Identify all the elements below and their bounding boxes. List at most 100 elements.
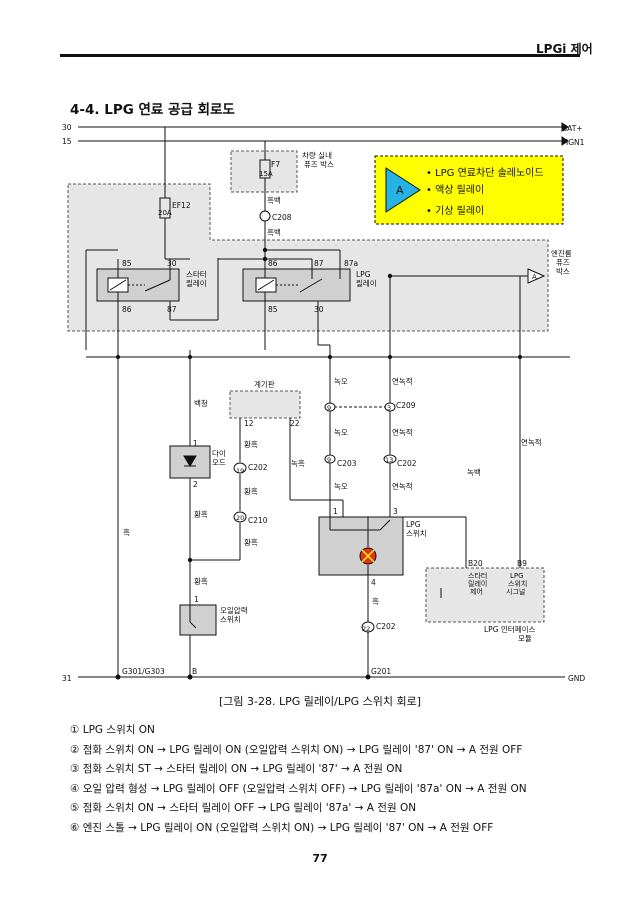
engine-fuse-box-label-2: 퓨즈 (556, 258, 570, 267)
lpg-relay-p87a: 87a (344, 259, 358, 268)
bat-label: BAT+ (562, 124, 583, 133)
diode-label-2: 오드 (212, 458, 226, 467)
starter-p87: 87 (167, 305, 177, 314)
c210-20-pin: 20 (236, 514, 244, 522)
step-item: ① LPG 스위치 ON (70, 724, 155, 736)
header-title: LPGi 제어 (536, 42, 593, 56)
starter-p30: 30 (167, 259, 177, 268)
circuit-diagram: 30 15 31 BAT+ IGN1 GND 차량 실내 퓨즈 박스 F7 15… (62, 122, 585, 683)
wire-label: 녹백 (467, 467, 481, 477)
interface-module-box (425, 567, 545, 623)
lpg-relay-label-2: 릴레이 (356, 278, 377, 288)
module-starter-2: 릴레이 (468, 579, 487, 588)
fuse-f7-label: F7 (271, 160, 280, 169)
step-item: ⑥ 엔진 스톨 → LPG 릴레이 ON (오일압력 스위치 ON) → LPG… (70, 821, 494, 834)
diode-label-1: 다이 (212, 448, 226, 458)
lpg-switch-label-2: 스위치 (406, 529, 427, 538)
wire-label: 녹흑 (291, 458, 305, 468)
oil-pressure-switch (179, 604, 217, 636)
ref-a-triangle (527, 268, 546, 284)
c210-label: C210 (248, 516, 268, 525)
figure-caption: [그림 3-28. LPG 릴레이/LPG 스위치 회로] (218, 695, 421, 708)
oil-switch-label-2: 스위치 (220, 615, 241, 624)
page-number: 77 (312, 852, 328, 865)
rail-31-label: 31 (62, 674, 72, 683)
module-label-1: LPG 인터페이스 (484, 624, 535, 634)
wire-label: 녹오 (334, 482, 348, 491)
starter-relay-label-2: 릴레이 (186, 278, 207, 288)
wire-label: 연녹적 (392, 376, 413, 386)
lpg-switch-label-1: LPG (406, 520, 421, 529)
lpg-relay-label-1: LPG (356, 270, 371, 279)
header-rule (60, 54, 580, 57)
c209-label: C209 (396, 401, 416, 410)
lpg-switch-box (318, 516, 404, 576)
c202c-label: C202 (376, 622, 396, 631)
diode-p1: 1 (193, 439, 198, 448)
wire-label: 흑 (123, 527, 130, 537)
indoor-fuse-box-label-2: 퓨즈 박스 (304, 159, 334, 169)
c208-label: C208 (272, 213, 292, 222)
cluster-p12: 12 (244, 419, 254, 428)
wire-label: 흑 (372, 596, 379, 606)
legend-item-2: • 액상 릴레이 (426, 183, 484, 196)
wire-label: 흑백 (267, 195, 281, 205)
lpg-relay-p85: 85 (268, 305, 278, 314)
rail-30-label: 30 (62, 123, 72, 132)
c202b-label: C202 (397, 459, 417, 468)
wire-label: 흑백 (267, 227, 281, 237)
cluster-label: 계기판 (254, 379, 275, 389)
indoor-fuse-box-region (230, 150, 298, 193)
starter-p86: 86 (122, 305, 132, 314)
module-starter-1: 스타터 (468, 571, 487, 580)
c202-19-pin: 19 (236, 467, 244, 475)
c202-label: C202 (248, 463, 268, 472)
wire-label: 황흑 (244, 537, 258, 547)
oil-switch-label-1: 오일압력 (220, 606, 248, 615)
cluster-p22: 22 (290, 419, 300, 428)
c203-9-pin: 9 (327, 456, 331, 464)
fuse-f7-rating: 15A (259, 170, 273, 178)
starter-p85: 85 (122, 259, 132, 268)
steps-list: ① LPG 스위치 ON ② 점화 스위치 ON → LPG 릴레이 ON (오… (70, 722, 527, 840)
sw-p4: 4 (371, 578, 376, 587)
wire-label: 연녹적 (392, 481, 413, 491)
legend-a-label: A (396, 184, 404, 197)
ref-a-label: A (532, 273, 537, 281)
wire-label: 황흑 (244, 486, 258, 496)
legend-item-3: • 기상 릴레이 (426, 204, 484, 217)
ign-label: IGN1 (566, 138, 585, 147)
step-item: ② 점화 스위치 ON → LPG 릴레이 ON (오일압력 스위치 ON) →… (70, 743, 523, 756)
g201-label: G201 (371, 667, 391, 676)
wire-label: 녹오 (334, 377, 348, 386)
module-label-2: 모듈 (518, 634, 532, 643)
module-b20: B20 (468, 559, 483, 568)
c202-13-pin: 13 (385, 456, 393, 464)
legend-a-icon (385, 167, 421, 213)
step-item: ④ 오일 압력 형성 → LPG 릴레이 OFF (오일압력 스위치 OFF) … (70, 782, 527, 795)
wire-label: 녹오 (334, 428, 348, 437)
indoor-fuse-box-label-1: 차량 실내 (302, 150, 332, 160)
wire-label: 황흑 (194, 576, 208, 586)
lpg-relay-p86: 86 (268, 259, 278, 268)
step-item: ③ 점화 스위치 ST → 스타터 릴레이 ON → LPG 릴레이 '87' … (70, 763, 403, 776)
lpg-relay-p87: 87 (314, 259, 324, 268)
c209-9-pin: 9 (327, 404, 331, 412)
section-title: 4-4. LPG 연료 공급 회로도 (70, 102, 235, 118)
c202-22-pin: 22 (362, 625, 370, 633)
wire-label: 황흑 (244, 439, 258, 449)
step-item: ⑤ 점화 스위치 ON → 스타터 릴레이 OFF → LPG 릴레이 '87a… (70, 802, 417, 815)
module-lpg-1: LPG (510, 572, 524, 580)
engine-fuse-box-label-1: 엔진룸 (551, 248, 572, 258)
sw-p3: 3 (393, 507, 398, 516)
cluster-box (229, 390, 301, 419)
wire-label: 황흑 (194, 509, 208, 519)
fuse-ef12-label: EF12 (172, 201, 191, 210)
rail-15-label: 15 (62, 137, 72, 146)
fuse-ef12-rating: 20A (158, 209, 172, 217)
c209-3-pin: 3 (387, 404, 391, 412)
module-starter-3: 제어 (470, 587, 483, 596)
wire-label: 백청 (194, 398, 208, 408)
b-label: B (192, 667, 197, 676)
wire-label: 연녹적 (392, 427, 413, 437)
